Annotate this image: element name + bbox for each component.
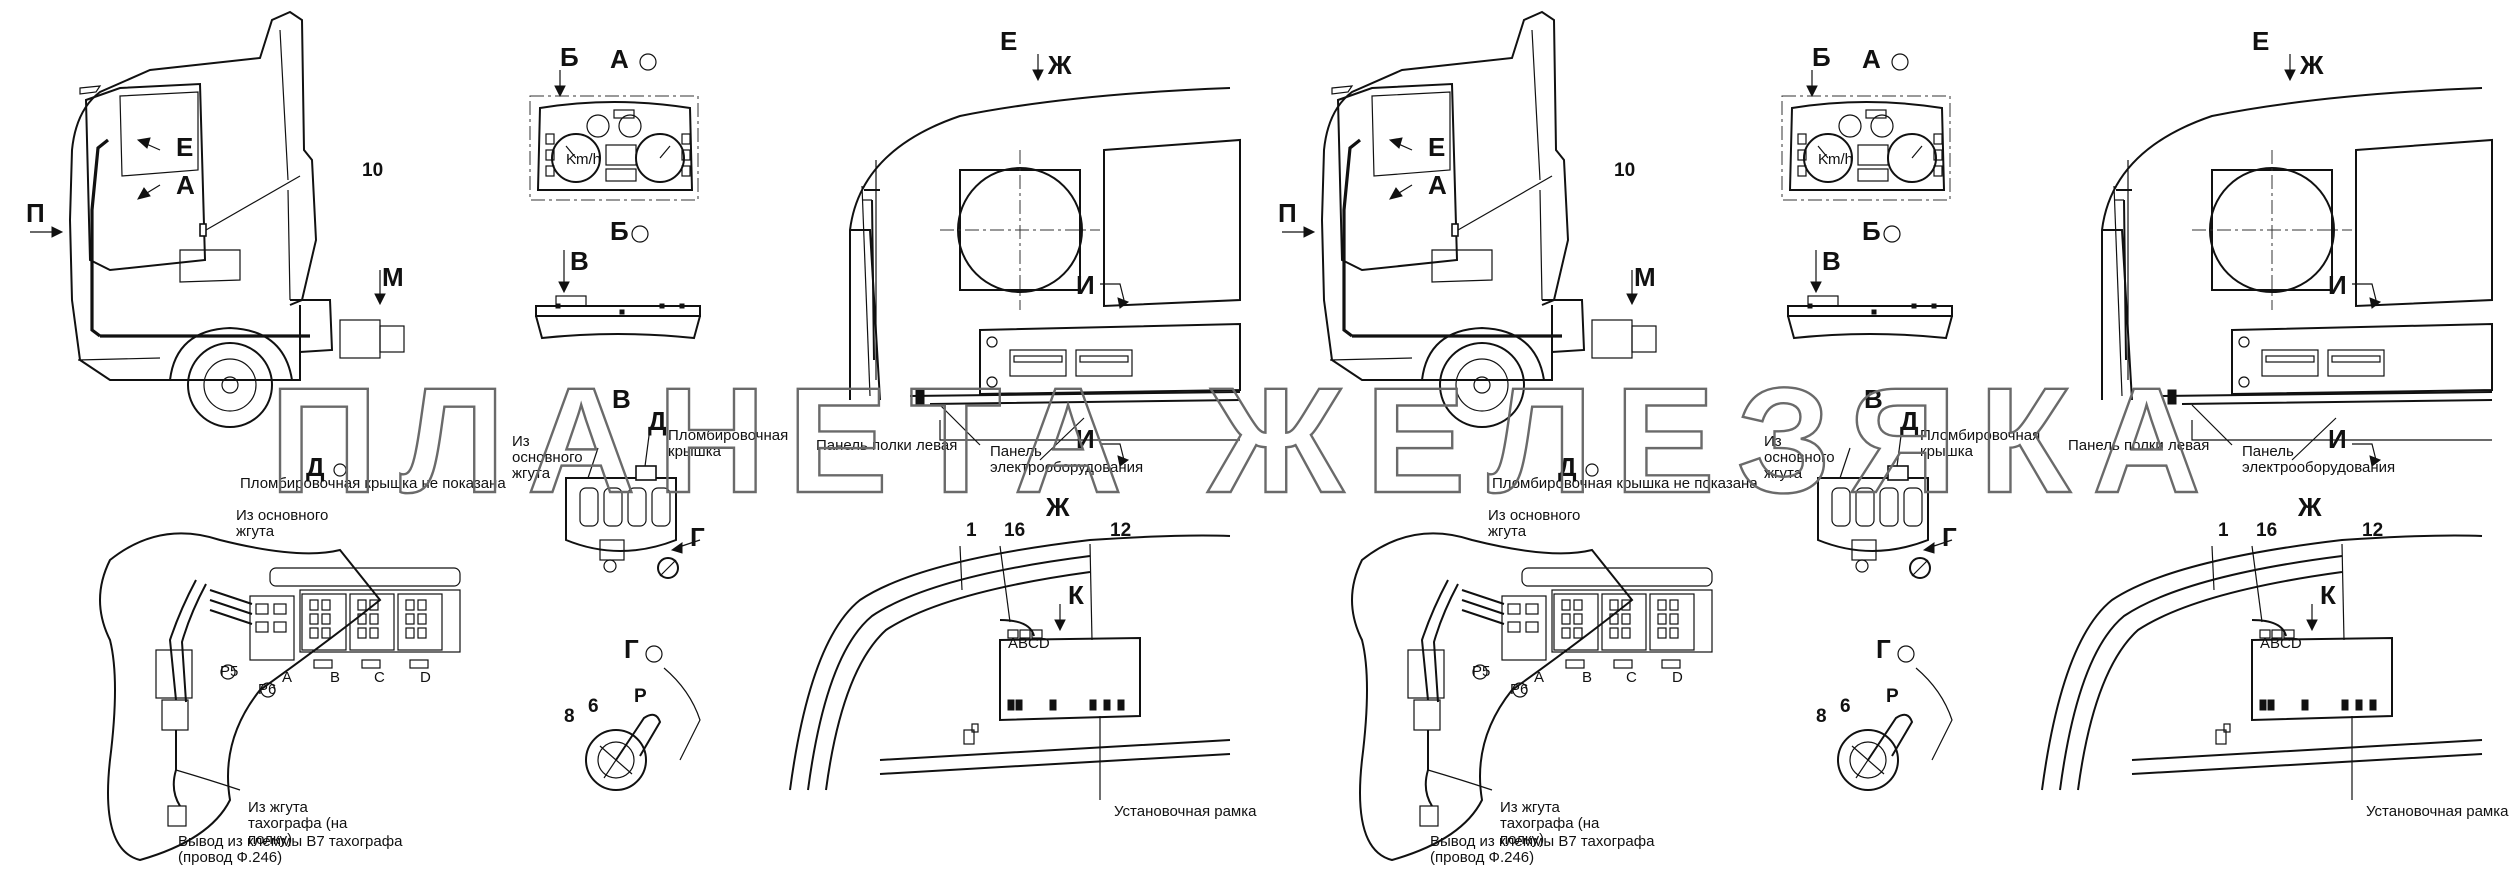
label-view-e: Е bbox=[176, 132, 193, 162]
label-view-a: А bbox=[176, 170, 195, 200]
label-conn-c: C bbox=[1626, 669, 1637, 686]
watermark-text: ПЛАНЕТА ЖЕЛЕЗЯКА bbox=[270, 356, 2223, 524]
label-part-16: 16 bbox=[2256, 520, 2277, 541]
label-part-12: 12 bbox=[2362, 520, 2383, 541]
label-view-d-detail: Д bbox=[1900, 406, 1919, 436]
label-seal-note: Пломбировочная крышка не показана bbox=[240, 475, 506, 492]
label-abcd: ABCD bbox=[2260, 635, 2302, 652]
label-part-r: Р bbox=[634, 686, 647, 707]
label-p6: P6 bbox=[258, 681, 276, 698]
label-part-6: 6 bbox=[588, 696, 599, 717]
label-part-8: 8 bbox=[564, 706, 575, 727]
label-view-e: Е bbox=[1428, 132, 1445, 162]
label-conn-d: D bbox=[420, 669, 431, 686]
label-view-a-top: А bbox=[610, 44, 629, 74]
label-view-p: П bbox=[26, 198, 45, 228]
label-view-b-top: Б bbox=[560, 42, 579, 72]
label-view-g-detail: Г bbox=[1876, 634, 1891, 664]
label-part-10: 10 bbox=[1614, 160, 1635, 181]
label-view-a: А bbox=[1428, 170, 1447, 200]
label-view-e-shelf: Е bbox=[1000, 26, 1017, 56]
label-view-k: К bbox=[1068, 580, 1084, 610]
label-abcd: ABCD bbox=[1008, 635, 1050, 652]
label-part-10: 10 bbox=[362, 160, 383, 181]
label-conn-a: A bbox=[1534, 669, 1544, 686]
label-conn-a: A bbox=[282, 669, 292, 686]
label-b7-output: Вывод из клеммы B7 тахографа(провод Ф.24… bbox=[1430, 833, 1655, 866]
label-p5: P5 bbox=[1472, 663, 1490, 680]
label-shelf-panel: Панель полки левая bbox=[816, 437, 957, 454]
label-view-v-detail: В bbox=[612, 384, 631, 414]
label-view-zh: Ж bbox=[1047, 50, 1072, 80]
label-shelf-panel: Панель полки левая bbox=[2068, 437, 2209, 454]
label-view-d: Д bbox=[1558, 452, 1577, 482]
label-kmh: Km/h bbox=[1818, 151, 1853, 168]
label-view-i: И bbox=[2328, 270, 2347, 300]
label-mount-frame: Установочная рамка bbox=[2366, 803, 2509, 820]
label-conn-b: B bbox=[1582, 669, 1592, 686]
label-view-v-detail: В bbox=[1864, 384, 1883, 414]
label-view-i-2: И bbox=[1076, 424, 1095, 454]
label-view-g-detail: Г bbox=[624, 634, 639, 664]
label-part-1: 1 bbox=[2218, 520, 2229, 541]
label-view-zh: Ж bbox=[2299, 50, 2324, 80]
label-mount-frame: Установочная рамка bbox=[1114, 803, 1257, 820]
label-p6: P6 bbox=[1510, 681, 1528, 698]
label-part-r: Р bbox=[1886, 686, 1899, 707]
label-view-v: В bbox=[570, 246, 589, 276]
label-view-k: К bbox=[2320, 580, 2336, 610]
label-view-b-panel: Б bbox=[1862, 216, 1881, 246]
label-view-p: П bbox=[1278, 198, 1297, 228]
label-view-v: В bbox=[1822, 246, 1841, 276]
label-conn-b: B bbox=[330, 669, 340, 686]
label-view-i: И bbox=[1076, 270, 1095, 300]
label-view-zh-2: Ж bbox=[1045, 492, 1070, 522]
label-conn-d: D bbox=[1672, 669, 1683, 686]
label-part-1: 1 bbox=[966, 520, 977, 541]
label-view-a-top: А bbox=[1862, 44, 1881, 74]
label-part-12: 12 bbox=[1110, 520, 1131, 541]
label-conn-c: C bbox=[374, 669, 385, 686]
label-seal-note: Пломбировочная крышка не показана bbox=[1492, 475, 1758, 492]
label-part-16: 16 bbox=[1004, 520, 1025, 541]
label-view-e-shelf: Е bbox=[2252, 26, 2269, 56]
label-view-g: Г bbox=[690, 522, 705, 552]
label-b7-output: Вывод из клеммы B7 тахографа(провод Ф.24… bbox=[178, 833, 403, 866]
label-view-m: М bbox=[382, 262, 404, 292]
label-view-b-panel: Б bbox=[610, 216, 629, 246]
label-view-m: М bbox=[1634, 262, 1656, 292]
label-part-6: 6 bbox=[1840, 696, 1851, 717]
label-p5: P5 bbox=[220, 663, 238, 680]
label-part-8: 8 bbox=[1816, 706, 1827, 727]
label-view-g: Г bbox=[1942, 522, 1957, 552]
label-view-d: Д bbox=[306, 452, 325, 482]
label-view-b-top: Б bbox=[1812, 42, 1831, 72]
label-view-d-detail: Д bbox=[648, 406, 667, 436]
label-kmh: Km/h bbox=[566, 151, 601, 168]
label-view-zh-2: Ж bbox=[2297, 492, 2322, 522]
label-view-i-2: И bbox=[2328, 424, 2347, 454]
